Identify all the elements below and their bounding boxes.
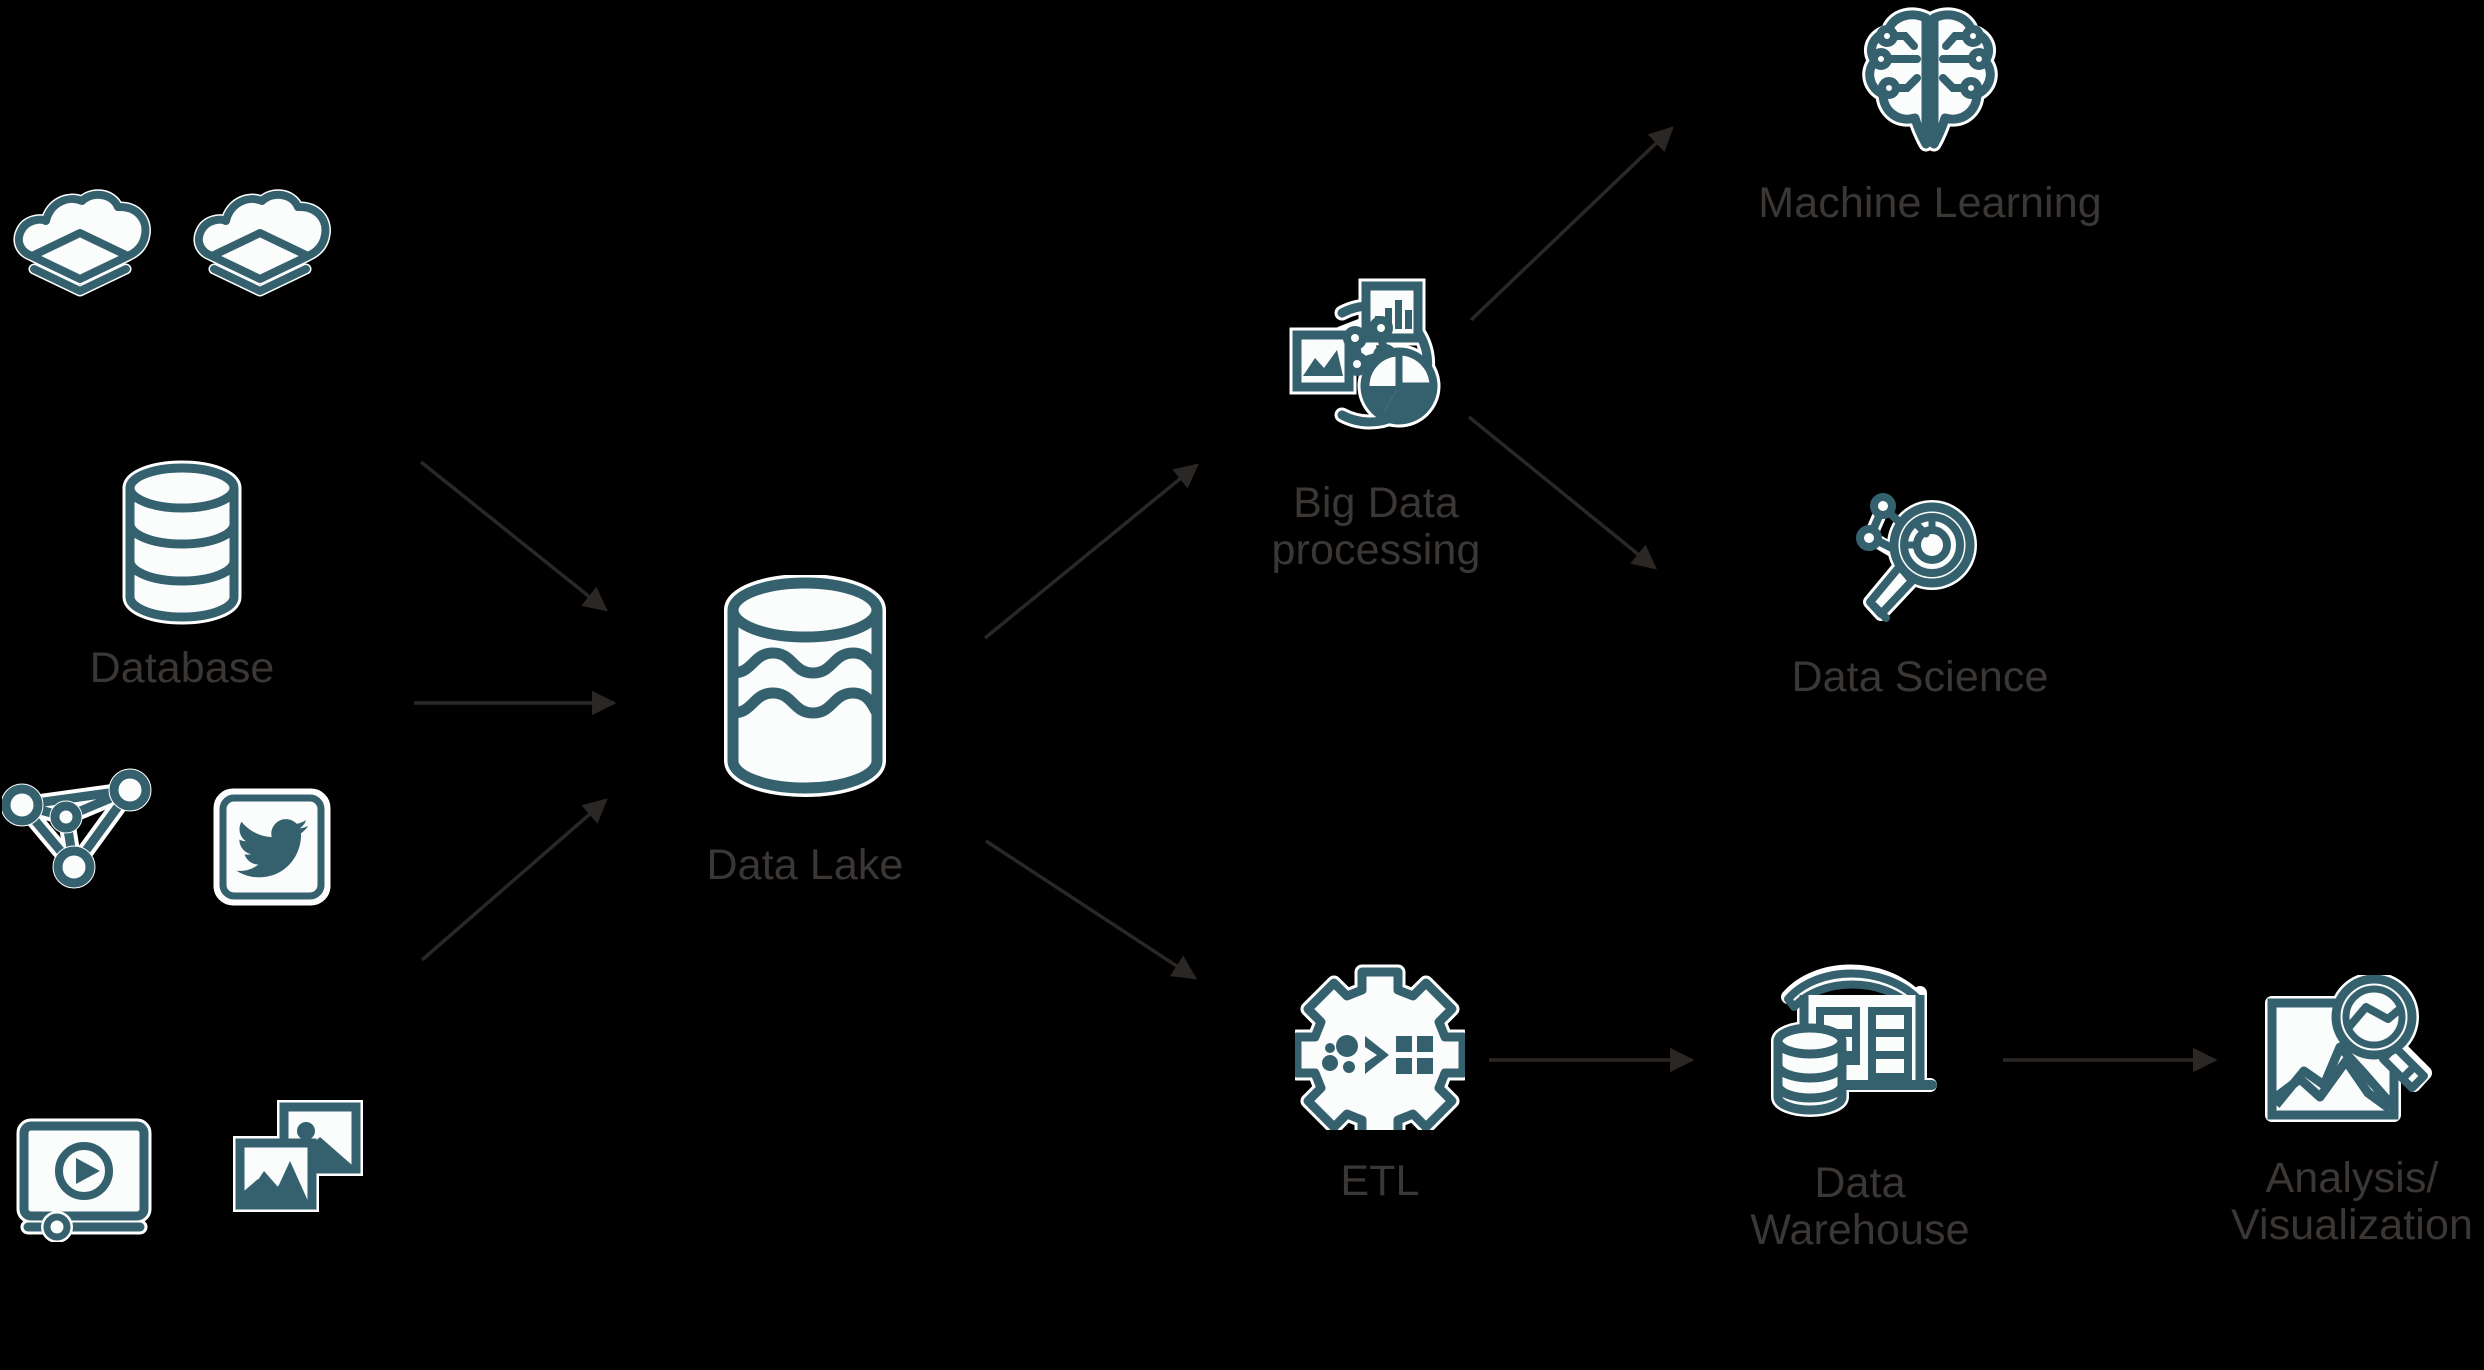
node-etl-label: ETL bbox=[1340, 1157, 1420, 1205]
node-big-data[interactable]: Big Data processing bbox=[1236, 278, 1516, 575]
node-cloud-b[interactable] bbox=[188, 185, 338, 310]
node-etl[interactable]: ETL bbox=[1240, 960, 1520, 1205]
twitter-bird-icon bbox=[212, 787, 332, 912]
node-twitter[interactable] bbox=[212, 787, 332, 912]
node-network[interactable] bbox=[0, 755, 162, 900]
warehouse-database-icon bbox=[1770, 955, 1950, 1140]
edge-datalake-to-etl bbox=[985, 839, 1198, 980]
node-database[interactable]: Database bbox=[84, 460, 280, 692]
cloud-layers-icon bbox=[188, 185, 338, 310]
node-images[interactable] bbox=[228, 1095, 368, 1230]
node-analysis-label: Analysis/ Visualization bbox=[2231, 1154, 2473, 1250]
node-machine-learning[interactable]: Machine Learning bbox=[1710, 4, 2150, 227]
node-data-warehouse[interactable]: Data Warehouse bbox=[1720, 955, 2000, 1255]
photos-stack-icon bbox=[228, 1095, 368, 1230]
node-data-lake-label: Data Lake bbox=[706, 841, 904, 889]
node-database-label: Database bbox=[89, 644, 275, 692]
node-data-lake[interactable]: Data Lake bbox=[660, 574, 950, 889]
network-graph-icon bbox=[0, 755, 162, 900]
node-machine-learning-label: Machine Learning bbox=[1758, 179, 2102, 227]
node-big-data-label: Big Data processing bbox=[1271, 479, 1481, 575]
node-video[interactable] bbox=[6, 1112, 166, 1247]
chart-magnifier-icon bbox=[2262, 972, 2442, 1135]
database-cylinder-icon bbox=[102, 460, 262, 630]
gear-pipeline-icon bbox=[1289, 960, 1471, 1146]
brain-circuit-icon bbox=[1857, 4, 2003, 159]
video-player-icon bbox=[6, 1112, 166, 1247]
node-cloud-a[interactable] bbox=[8, 185, 158, 310]
node-data-warehouse-label: Data Warehouse bbox=[1750, 1159, 1970, 1255]
edge-network-to-datalake bbox=[420, 798, 608, 962]
node-data-science[interactable]: Data Science bbox=[1700, 490, 2140, 701]
node-data-science-label: Data Science bbox=[1791, 653, 2049, 701]
cloud-layers-icon bbox=[8, 185, 158, 310]
data-lake-cylinder-icon bbox=[700, 574, 910, 805]
node-analysis[interactable]: Analysis/ Visualization bbox=[2220, 972, 2484, 1250]
molecule-magnifier-icon bbox=[1850, 490, 1990, 635]
analytics-cluster-icon bbox=[1281, 278, 1471, 458]
edge-cloud-to-datalake bbox=[419, 460, 608, 612]
edge-datalake-to-bigdata bbox=[983, 463, 1199, 640]
